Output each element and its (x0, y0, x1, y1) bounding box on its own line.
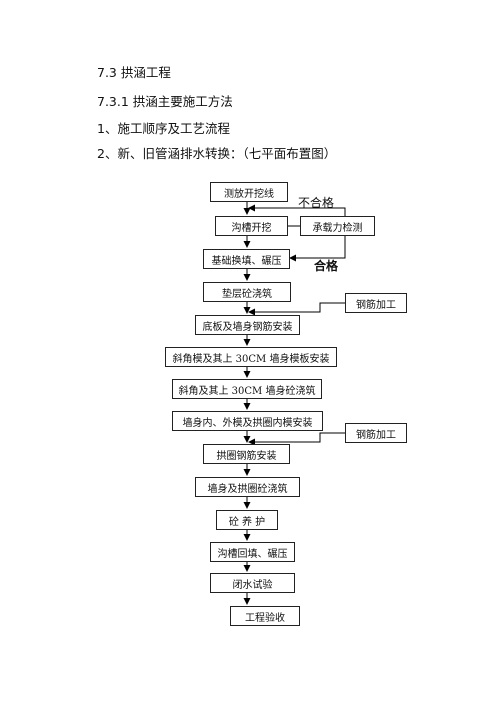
step-box-trench-excavation: 沟槽开挖 (215, 216, 288, 236)
step-box-bevel-concrete: 斜角及其上 30CM 墙身砼浇筑 (172, 379, 322, 399)
step-box-wall-arch-formwork: 墙身内、外模及拱圈内模安装 (172, 411, 323, 431)
step-box-wall-arch-concrete: 墙身及拱圈砼浇筑 (195, 477, 300, 497)
step-box-arch-rebar: 拱圈钢筋安装 (203, 444, 290, 464)
step-box-curing: 砼 养 护 (216, 510, 278, 530)
heading-step-1: 1、施工顺序及工艺流程 (97, 121, 230, 136)
side-box-rebar-processing-1: 钢筋加工 (345, 293, 407, 313)
step-box-survey-excavation-line: 测放开挖线 (210, 182, 288, 202)
step-box-cushion-concrete: 垫层砼浇筑 (203, 282, 291, 302)
step-box-foundation-replacement: 基础换填、碾压 (203, 249, 290, 269)
step-box-backfill: 沟槽回填、碾压 (210, 542, 295, 562)
step-box-bevel-formwork: 斜角模及其上 30CM 墙身模板安装 (165, 347, 337, 367)
side-box-rebar-processing-2: 钢筋加工 (345, 423, 407, 443)
heading-section-7-3: 7.3 拱涵工程 (97, 65, 171, 80)
step-box-base-wall-rebar: 底板及墙身钢筋安装 (195, 315, 300, 335)
side-box-bearing-test: 承载力检测 (300, 216, 375, 236)
label-fail: 不合格 (298, 196, 335, 210)
step-box-water-test: 闭水试验 (210, 573, 295, 593)
heading-step-2: 2、新、旧管涵排水转换：（七平面布置图） (97, 146, 337, 161)
step-box-acceptance: 工程验收 (230, 606, 300, 626)
heading-section-7-3-1: 7.3.1 拱涵主要施工方法 (97, 94, 233, 109)
label-pass: 合格 (314, 259, 339, 273)
